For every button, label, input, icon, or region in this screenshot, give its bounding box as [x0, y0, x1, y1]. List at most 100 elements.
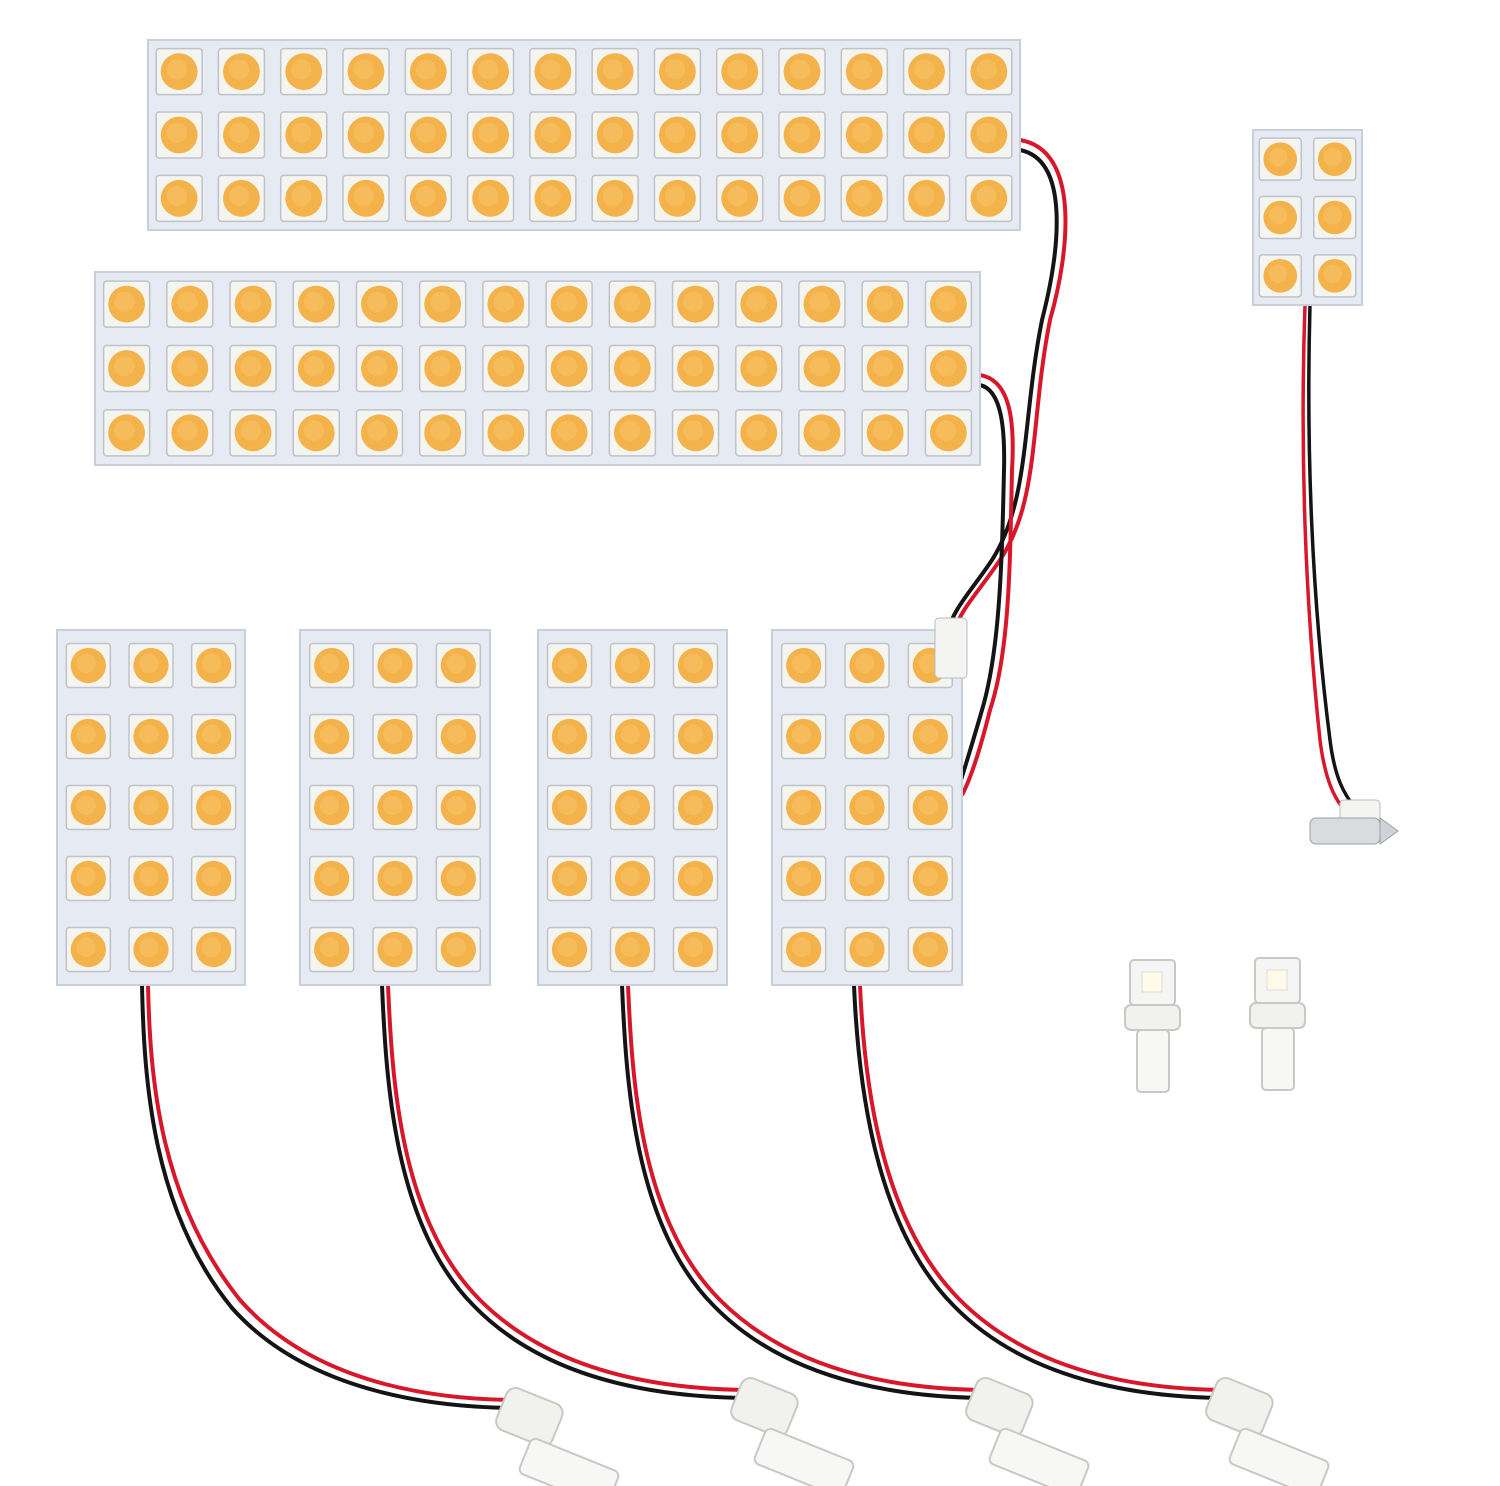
led-lens-highlight: [791, 724, 812, 744]
led-chip: [780, 713, 827, 760]
led-chip: [844, 713, 890, 760]
led-chip: [672, 855, 719, 902]
led-chip: [965, 174, 1013, 223]
led-lens-highlight: [935, 356, 957, 377]
led-chip: [229, 280, 277, 328]
led-chip: [308, 784, 355, 831]
led-chip: [672, 642, 719, 689]
led-lens-highlight: [201, 795, 222, 815]
led-chip: [907, 926, 954, 973]
led-chip: [609, 784, 656, 831]
square-panel-2: [299, 629, 491, 986]
led-lens-highlight: [367, 420, 388, 441]
led-lens-highlight: [478, 122, 499, 143]
led-chip: [155, 111, 203, 159]
led-lens-highlight: [918, 653, 938, 673]
led-chip: [844, 855, 890, 902]
led-lens-highlight: [620, 795, 640, 815]
t10-led-bulb: [1249, 957, 1306, 1091]
led-chip: [1258, 195, 1302, 240]
led-chip: [217, 47, 266, 96]
led-chip: [671, 344, 720, 393]
led-lens-highlight: [353, 122, 374, 143]
led-chip: [418, 344, 467, 393]
led-lens-highlight: [415, 59, 437, 80]
wire-red: [146, 984, 521, 1402]
led-chip: [466, 111, 515, 159]
led-chip: [609, 713, 656, 760]
led-lens-highlight: [683, 937, 703, 957]
led-chip: [924, 344, 973, 393]
led-chip: [591, 174, 639, 223]
led-lens-highlight: [872, 420, 893, 441]
led-chip: [546, 926, 593, 973]
led-lens-highlight: [319, 937, 340, 957]
led-lens-highlight: [665, 185, 686, 207]
led-lens-highlight: [166, 122, 187, 143]
led-lens-highlight: [383, 937, 403, 957]
led-chip: [1313, 195, 1357, 240]
led-chip: [798, 344, 846, 393]
led-chip: [735, 409, 783, 457]
led-lens-highlight: [430, 356, 451, 377]
led-chip: [102, 280, 151, 328]
led-lens-highlight: [935, 291, 957, 312]
led-chip-white: [1141, 971, 1163, 993]
led-chip: [102, 344, 151, 393]
led-lens-highlight: [855, 724, 875, 744]
led-lens-highlight: [665, 59, 686, 80]
led-lens-highlight: [619, 356, 641, 377]
led-lens-highlight: [139, 937, 159, 957]
led-chip: [780, 926, 827, 973]
led-chip: [608, 280, 657, 328]
led-chip: [342, 111, 390, 159]
led-lens-highlight: [791, 866, 812, 886]
led-chip: [1258, 137, 1302, 181]
led-lens-highlight: [76, 866, 96, 886]
led-lens-highlight: [139, 724, 159, 744]
led-chip: [902, 111, 951, 159]
led-lens-highlight: [619, 420, 641, 441]
led-chip: [435, 713, 482, 760]
wire-red: [960, 373, 1015, 796]
square-panel-1: [56, 629, 246, 986]
led-chip: [844, 642, 890, 689]
led-lens-highlight: [1268, 147, 1288, 167]
led-lens-highlight: [291, 59, 312, 80]
led-lens-highlight: [855, 866, 875, 886]
led-lens-highlight: [229, 59, 250, 80]
led-lens-highlight: [556, 356, 577, 377]
led-chip: [609, 926, 656, 973]
led-chip: [609, 642, 656, 689]
led-lens-highlight: [76, 724, 96, 744]
wire-black: [956, 383, 1007, 791]
led-lens-highlight: [727, 59, 748, 80]
led-chip: [166, 280, 214, 328]
bulb-socket: [730, 1377, 799, 1438]
led-lens-highlight: [229, 122, 250, 143]
led-lens-highlight: [446, 866, 466, 886]
led-lens-highlight: [415, 185, 437, 207]
led-chip: [778, 47, 826, 96]
bulb-collar: [1124, 1004, 1181, 1031]
led-chip: [466, 47, 515, 96]
led-lens-highlight: [791, 653, 812, 673]
led-chip: [292, 280, 340, 328]
led-lens-highlight: [851, 185, 873, 207]
festoon-bulb: [1309, 799, 1399, 845]
wire-black: [852, 984, 1231, 1400]
led-chip: [529, 47, 577, 96]
led-lens-highlight: [855, 795, 875, 815]
led-chip: [435, 855, 482, 902]
led-chip: [546, 642, 593, 689]
led-lens-highlight: [177, 420, 198, 441]
circuit-board: [94, 271, 981, 466]
led-lens-highlight: [746, 291, 767, 312]
led-chip: [653, 111, 702, 159]
led-lens-highlight: [557, 653, 577, 673]
small-panel-right: [1252, 129, 1363, 306]
led-chip: [308, 855, 355, 902]
led-chip: [529, 111, 577, 159]
led-lens-highlight: [851, 122, 873, 143]
